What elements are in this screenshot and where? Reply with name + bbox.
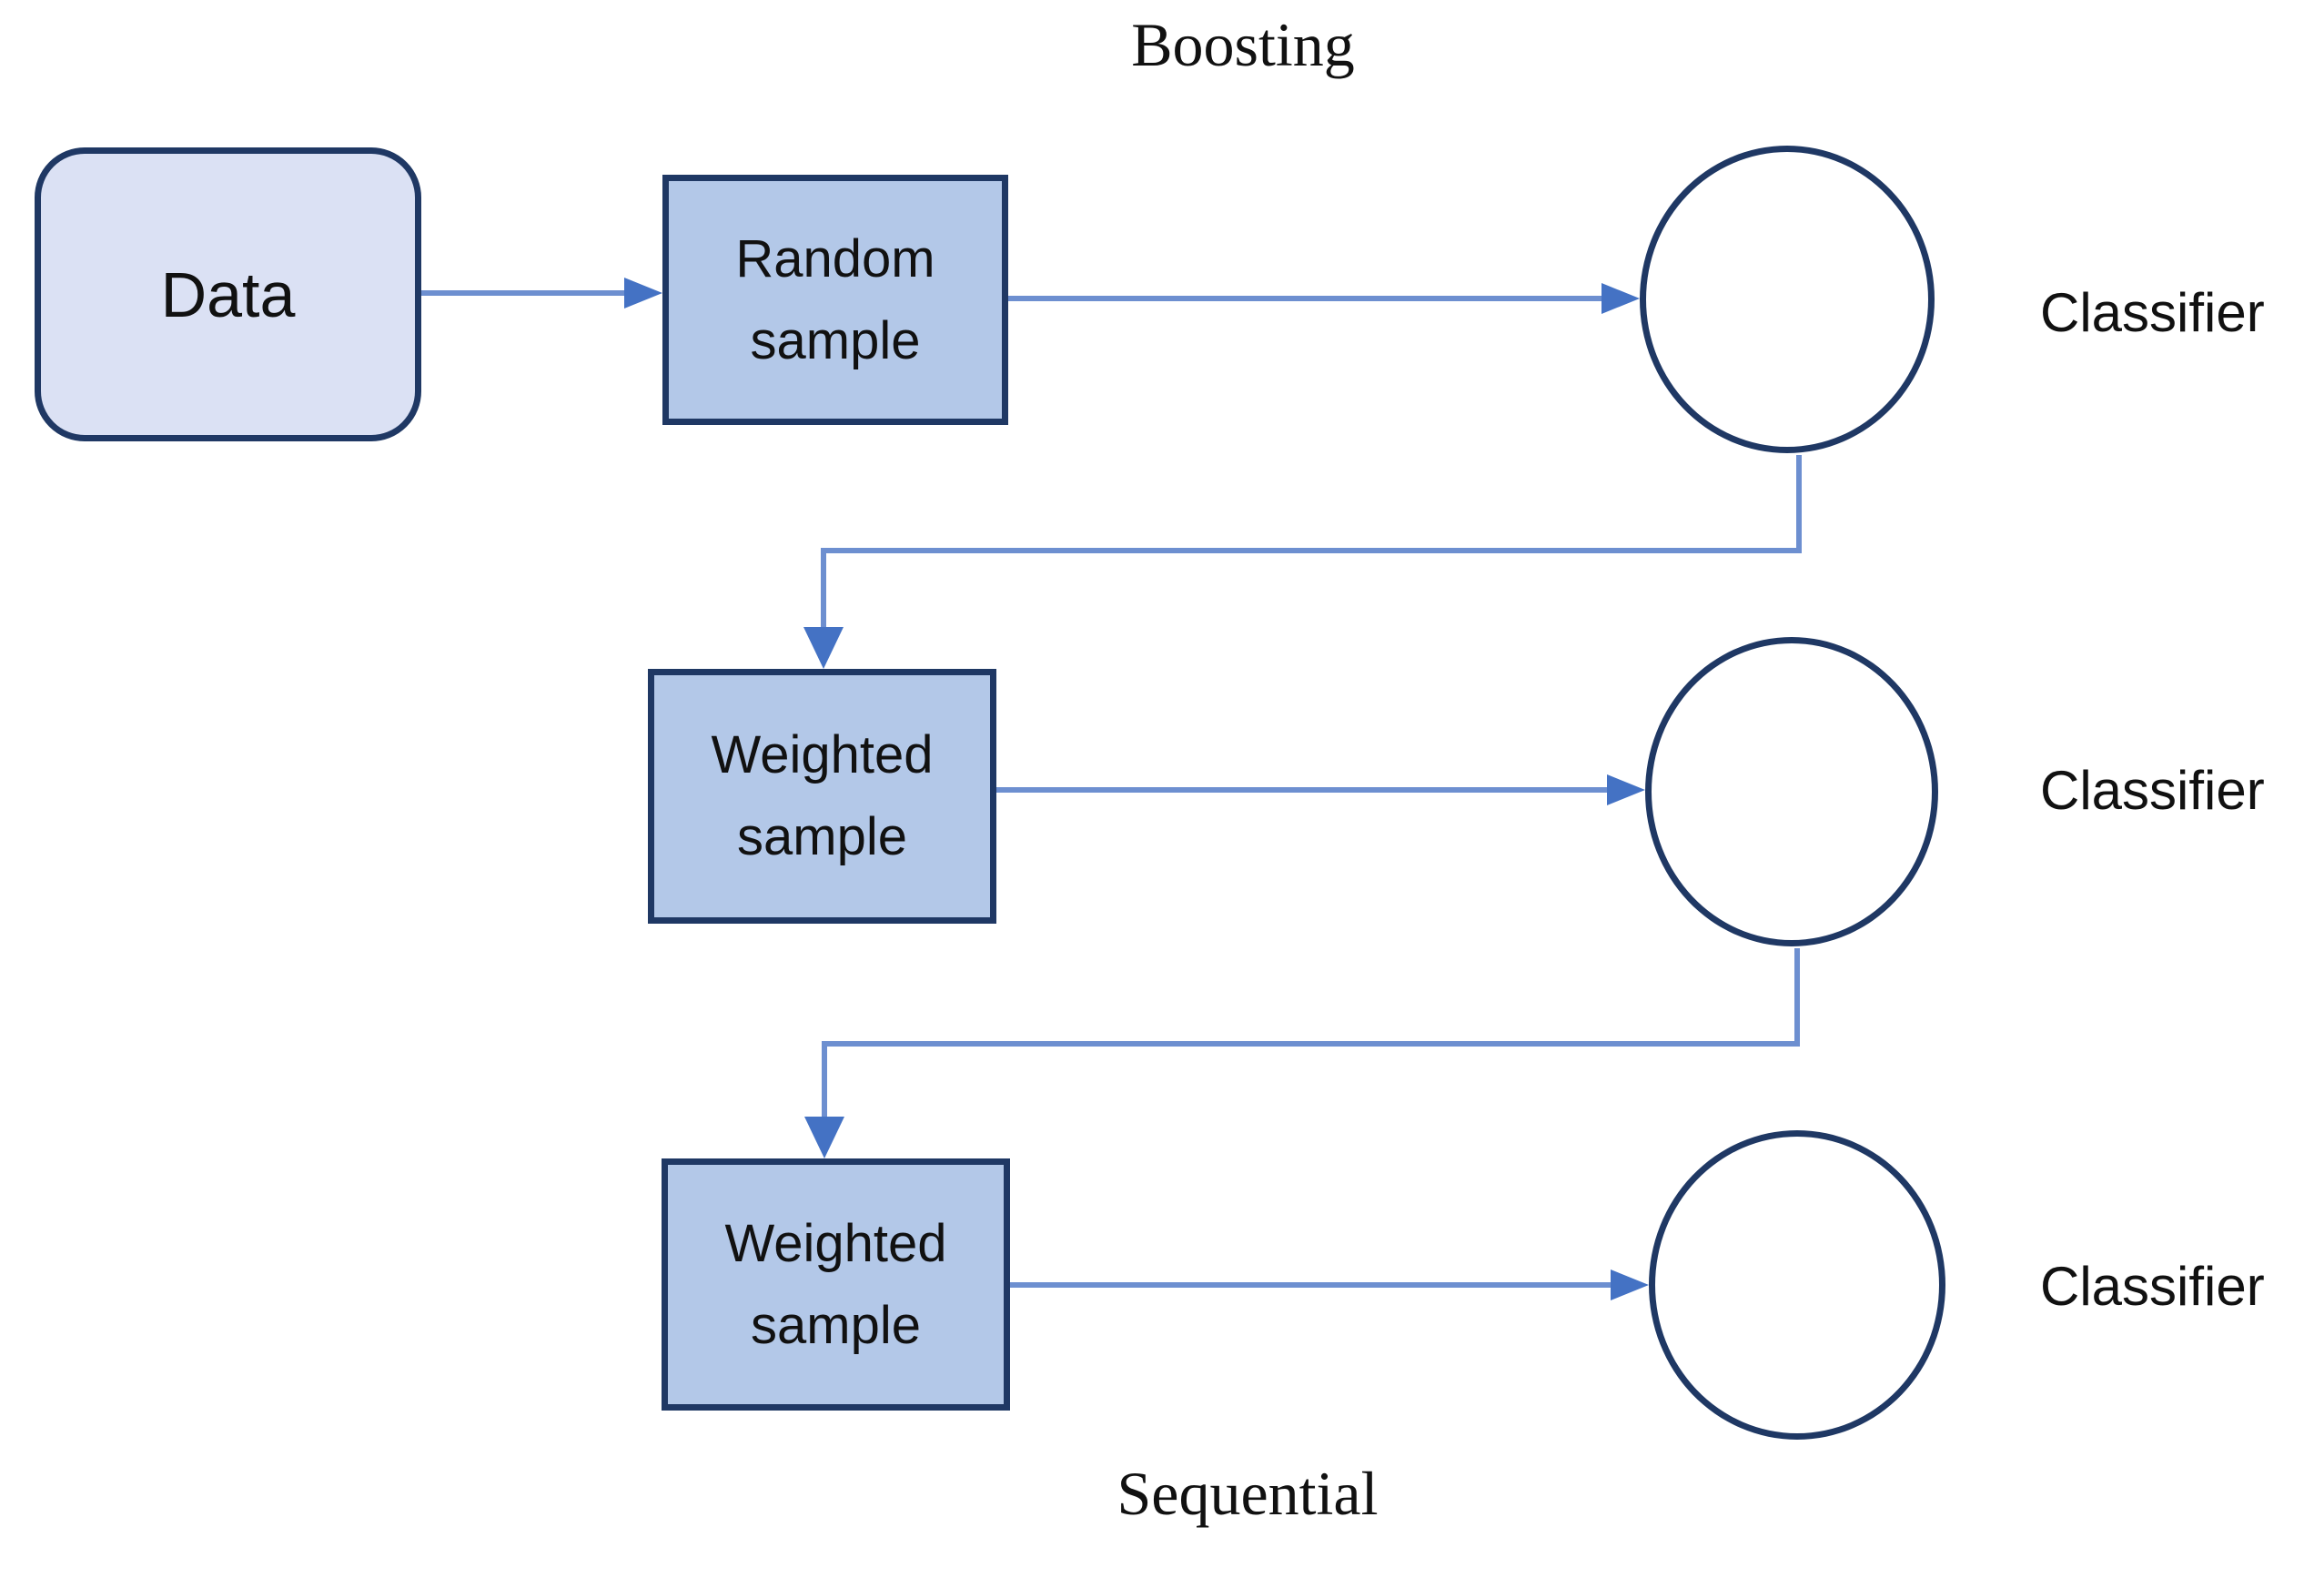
classifier-label-2: Classifier [2040, 760, 2265, 821]
classifier-circle-3 [1649, 1130, 1945, 1440]
classifier-label-3: Classifier [2040, 1256, 2265, 1317]
weighted-sample-1-label: Weighted sample [711, 725, 934, 866]
elbow-classifier2-to-weighted-sample2-line [822, 948, 1800, 1118]
weighted-sample-node-1: Weighted sample [648, 669, 996, 924]
arrow-weighted-sample2-to-classifier3-head [1611, 1269, 1649, 1300]
data-node-label: Data [160, 258, 296, 330]
arrow-random-sample-to-classifier1-head [1602, 283, 1640, 314]
random-sample-label: Random sample [735, 228, 935, 370]
data-node: Data [35, 147, 421, 441]
elbow-classifier2-to-weighted-sample2-head [804, 1117, 844, 1158]
elbow-classifier1-to-weighted-sample1-head [803, 627, 844, 669]
diagram-footer-sequential: Sequential [1117, 1459, 1379, 1528]
classifier-label-1: Classifier [2040, 282, 2265, 343]
weighted-sample-2-label: Weighted sample [724, 1213, 947, 1355]
diagram-title: Boosting [1131, 10, 1355, 79]
random-sample-node: Random sample [662, 175, 1008, 425]
weighted-sample-node-2: Weighted sample [662, 1158, 1010, 1411]
classifier-circle-2 [1645, 637, 1938, 946]
arrow-weighted-sample1-to-classifier2-head [1607, 774, 1645, 805]
arrow-data-to-random-sample-head [624, 278, 662, 308]
elbow-classifier1-to-weighted-sample1-line [821, 455, 1802, 628]
classifier-circle-1 [1640, 146, 1935, 453]
